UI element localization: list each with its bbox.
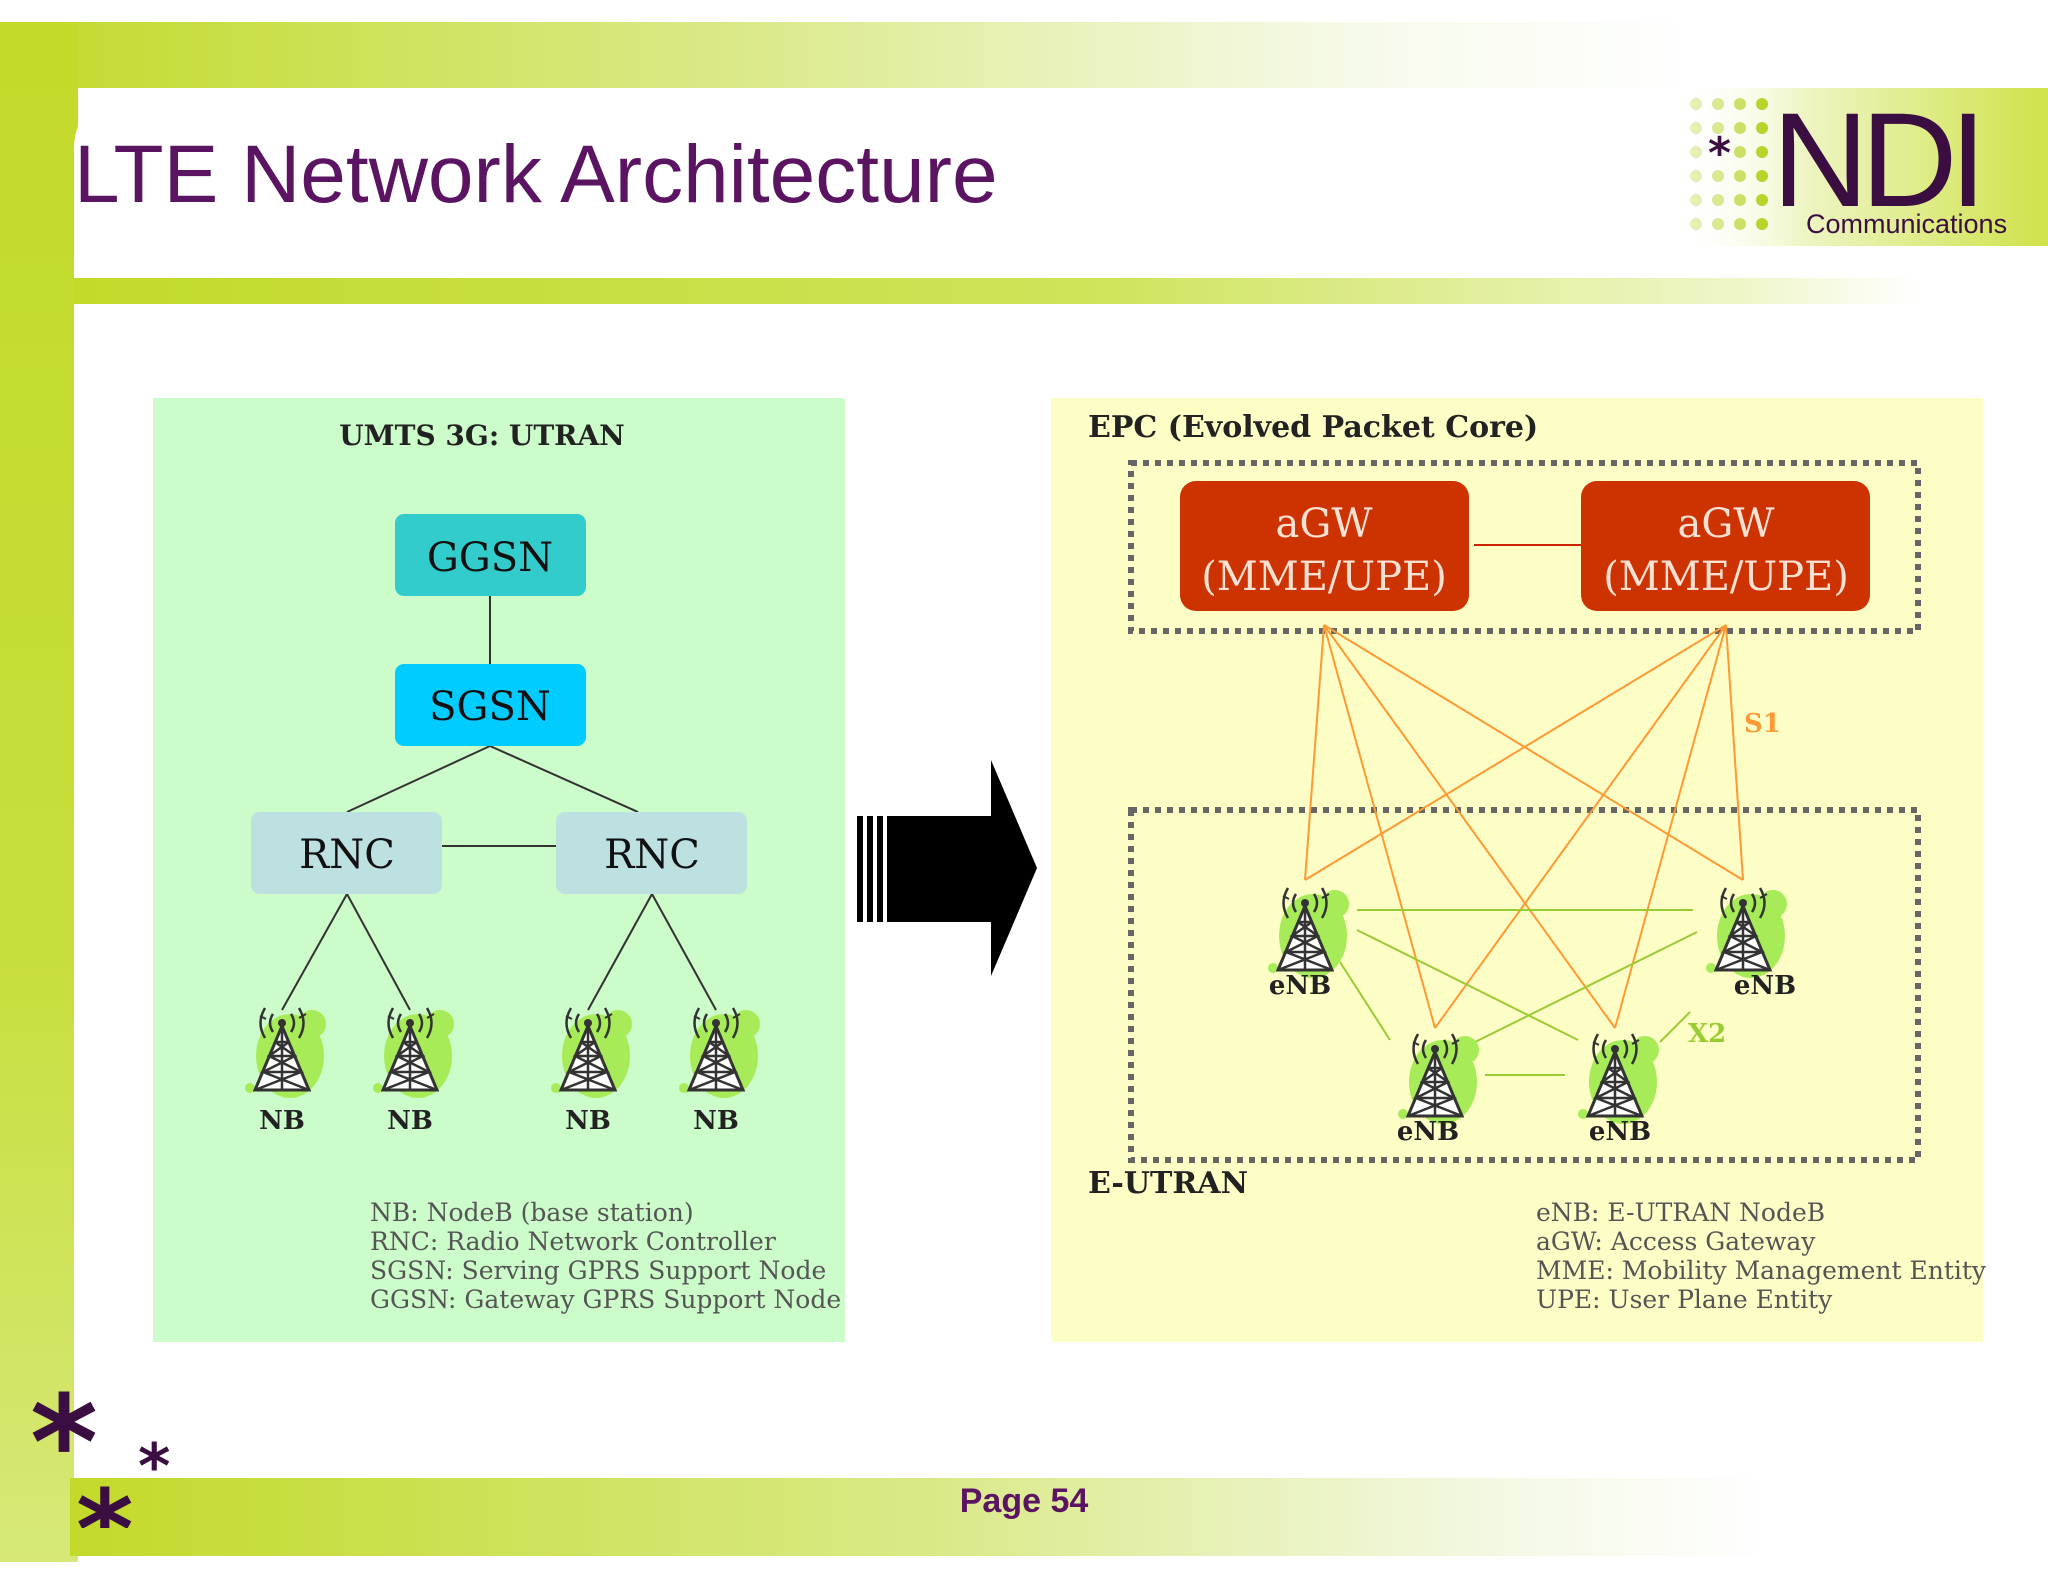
s1-label: S1 <box>1744 709 1781 739</box>
rnc-right-label: RNC <box>604 832 700 878</box>
agw-left-title: aGW <box>1276 501 1373 547</box>
top-accent-bar <box>0 22 1700 88</box>
eutran-boundary <box>1128 807 1921 1163</box>
rnc-right-node <box>556 812 747 894</box>
bottom-accent-bar <box>70 1478 1770 1556</box>
title-underline-bar <box>74 278 1924 304</box>
rnc-left-node <box>251 812 442 894</box>
nb-tower-icon <box>549 1006 634 1100</box>
epc-legend-item: MME: Mobility Management Entity <box>1536 1256 1987 1285</box>
ggsn-node <box>395 514 586 596</box>
x2-links <box>1339 909 1698 1076</box>
epc-legend-item: eNB: E-UTRAN NodeB <box>1536 1198 1826 1227</box>
umts-legend: NB: NodeB (base station) RNC: Radio Netw… <box>370 1198 841 1314</box>
page-title: LTE Network Architecture <box>74 129 998 220</box>
nb-label: NB <box>259 1106 305 1136</box>
decorative-asterisks: * * * <box>30 1378 170 1528</box>
enb-tower-icon <box>1266 886 1351 980</box>
sgsn-node <box>395 664 586 746</box>
epc-legend-item: aGW: Access Gateway <box>1536 1227 1816 1256</box>
ndi-logo: * NDI Communications <box>1672 88 2048 246</box>
logo-asterisk-icon: * <box>1708 128 1731 179</box>
nb-label: NB <box>565 1106 611 1136</box>
page-number: Page 54 <box>959 1482 1089 1520</box>
sgsn-label: SGSN <box>429 684 551 730</box>
agw-right-title: aGW <box>1678 501 1775 547</box>
nb-tower-icon <box>677 1006 762 1100</box>
right-arrow-icon <box>857 760 1037 976</box>
enb-label: eNB <box>1397 1117 1459 1147</box>
left-accent-bar <box>0 22 78 1562</box>
asterisk-icon: * <box>76 1466 134 1528</box>
nb-label: NB <box>693 1106 739 1136</box>
ggsn-label: GGSN <box>427 535 553 581</box>
x2-label: X2 <box>1688 1019 1726 1049</box>
epc-legend-item: UPE: User Plane Entity <box>1536 1285 1833 1314</box>
nb-tower-icon <box>243 1006 328 1100</box>
logo-wordmark: NDI <box>1772 88 1979 235</box>
agw-right-subtitle: (MME/UPE) <box>1603 554 1849 600</box>
epc-boundary <box>1128 460 1921 634</box>
nb-label: NB <box>387 1106 433 1136</box>
nb-tower-icon <box>371 1006 456 1100</box>
epc-heading: EPC (Evolved Packet Core) <box>1088 410 1538 445</box>
agw-right-node <box>1581 481 1870 611</box>
rnc-left-label: RNC <box>299 832 395 878</box>
logo-tagline: Communications <box>1806 209 2007 239</box>
umts-legend-item: GGSN: Gateway GPRS Support Node <box>370 1285 842 1314</box>
umts-legend-item: RNC: Radio Network Controller <box>370 1227 776 1256</box>
umts-heading: UMTS 3G: UTRAN <box>339 419 625 452</box>
enb-label: eNB <box>1734 971 1796 1001</box>
enb-label: eNB <box>1269 971 1331 1001</box>
epc-legend: eNB: E-UTRAN NodeB aGW: Access Gateway M… <box>1536 1198 1986 1314</box>
umts-legend-item: NB: NodeB (base station) <box>370 1198 694 1227</box>
asterisk-icon: * <box>138 1430 170 1503</box>
enb-label: eNB <box>1589 1117 1651 1147</box>
umts-links <box>281 596 717 1011</box>
asterisk-icon: * <box>30 1378 98 1519</box>
enb-tower-icon <box>1704 886 1789 980</box>
agw-left-subtitle: (MME/UPE) <box>1201 554 1447 600</box>
umts-legend-item: SGSN: Serving GPRS Support Node <box>370 1256 827 1285</box>
agw-left-node <box>1180 481 1469 611</box>
enb-tower-icon <box>1396 1032 1481 1126</box>
logo-dot-grid <box>1690 98 1768 230</box>
enb-tower-icon <box>1576 1032 1661 1126</box>
eutran-label: E-UTRAN <box>1088 1166 1248 1201</box>
s1-links <box>1304 624 1744 1029</box>
